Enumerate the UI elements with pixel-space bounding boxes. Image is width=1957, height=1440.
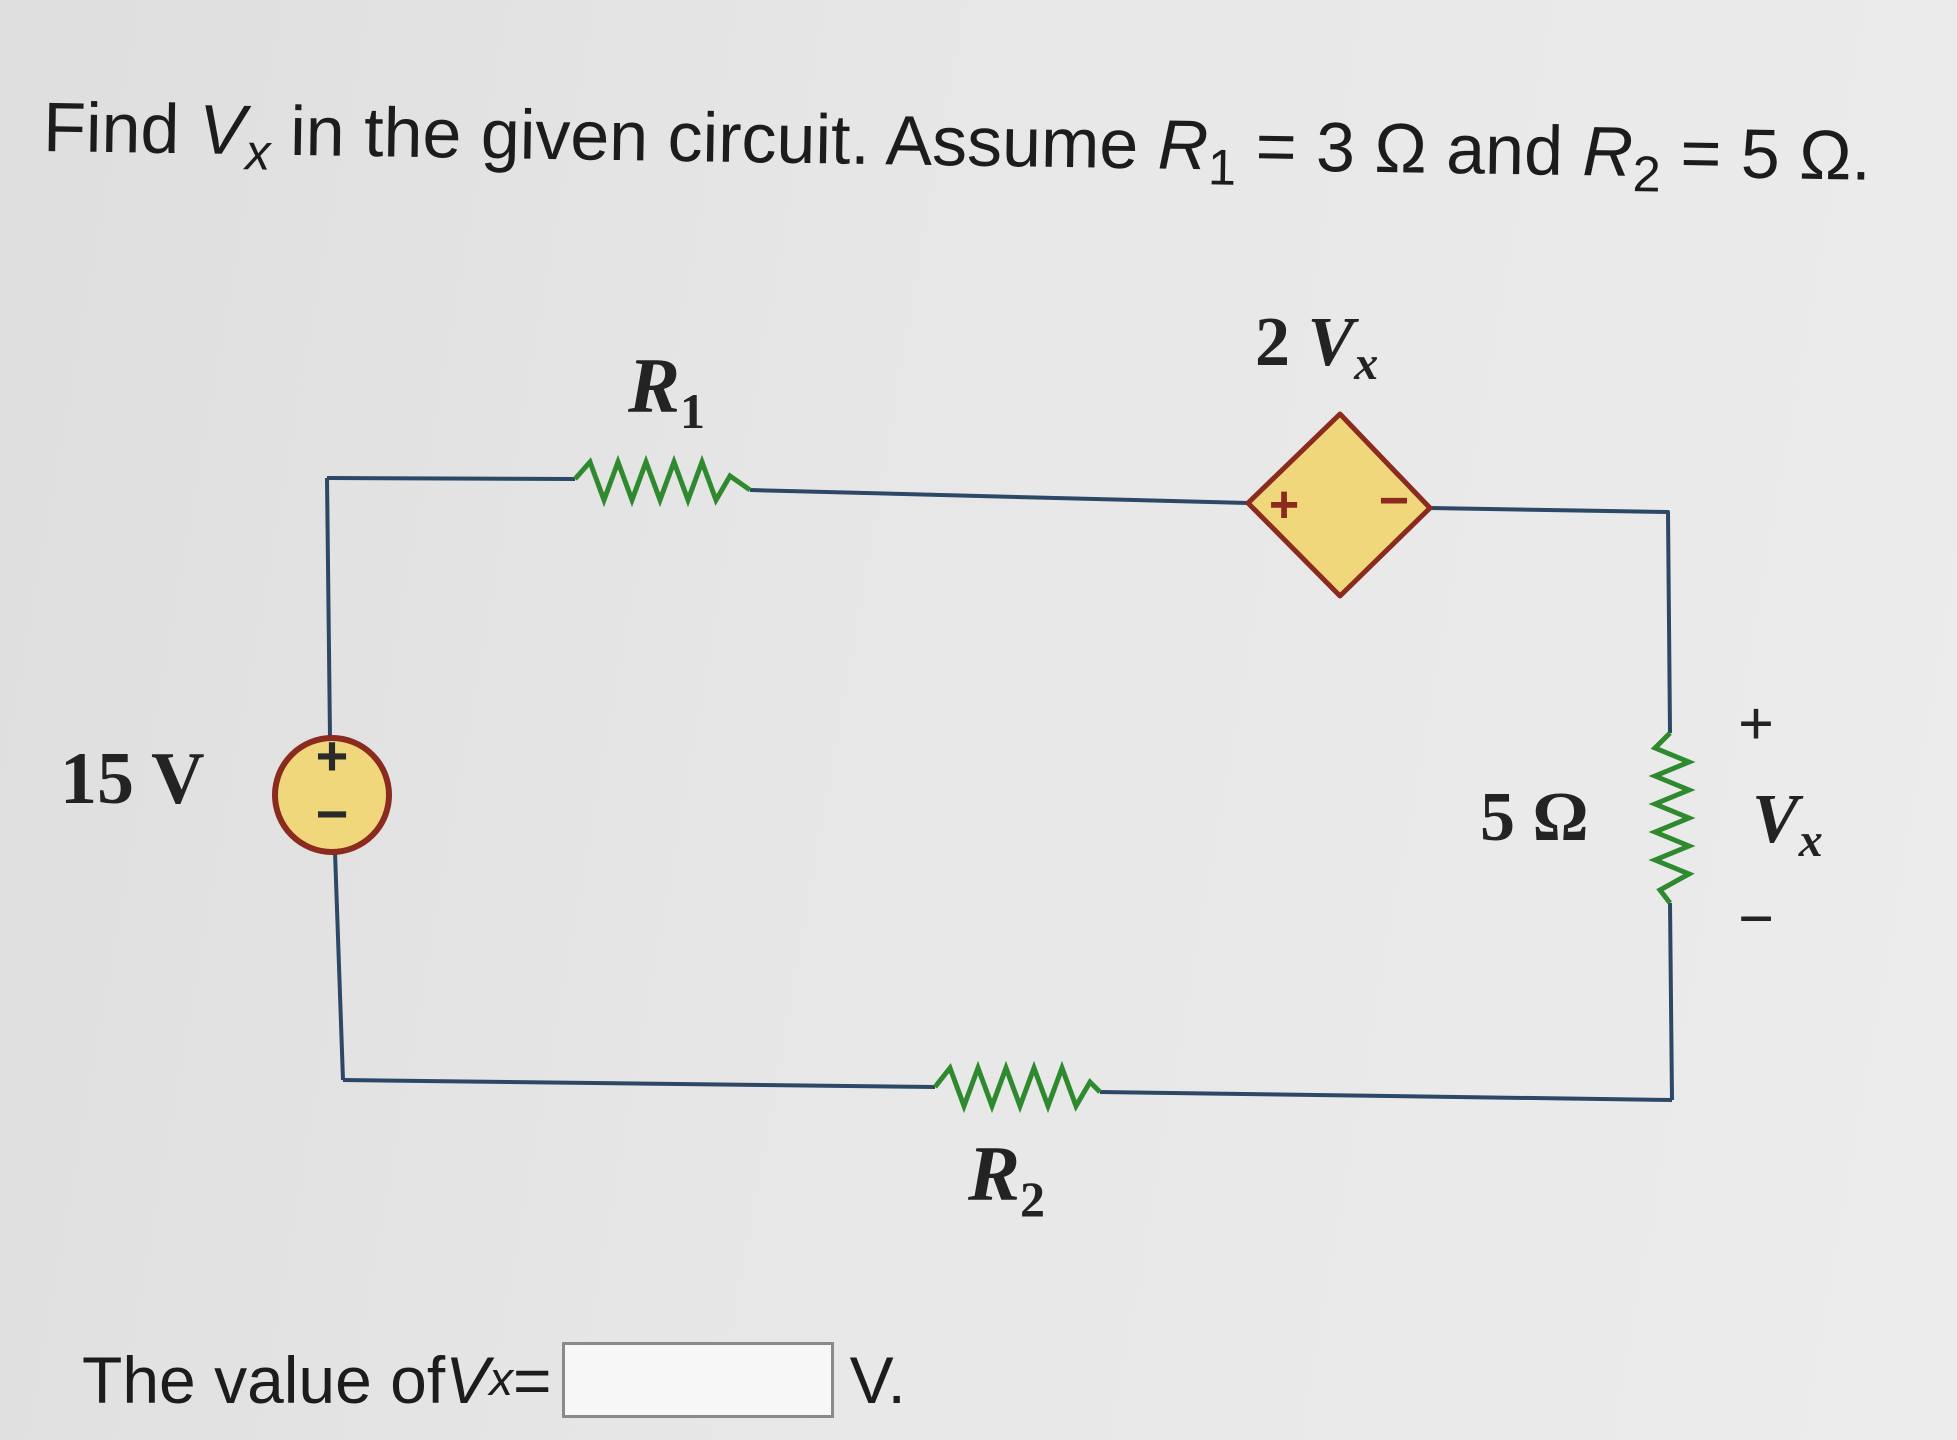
wire-bottom-right [1099, 1090, 1673, 1102]
source-value-label: 15 V [60, 738, 205, 820]
resistor-5ohm [1648, 731, 1696, 905]
dependent-source-plus: + [1269, 476, 1299, 534]
voltage-source: + − [272, 724, 392, 855]
answer-prefix: The value of [82, 1343, 446, 1417]
wire-right-lower [1668, 902, 1674, 1101]
answer-unit: V. [849, 1343, 906, 1417]
r2-label: R2 [967, 1130, 1045, 1227]
r1-label: R1 [627, 342, 705, 439]
vx-plus-sign: + [1738, 688, 1774, 759]
resistor-r1 [573, 454, 752, 508]
resistor-5ohm-label: 5 Ω [1480, 779, 1589, 856]
vx-minus-sign: − [1738, 883, 1774, 954]
resistor-r2 [933, 1060, 1102, 1114]
voltage-source-plus: + [316, 724, 349, 787]
wire-top-right [1429, 506, 1672, 734]
vx-label: Vx [1752, 781, 1823, 867]
wire-top-left [326, 476, 576, 481]
answer-input[interactable] [561, 1342, 834, 1418]
wire-bottom-left [342, 1078, 936, 1089]
wire-top-mid [749, 488, 1249, 505]
dependent-source: + − [1245, 411, 1433, 599]
dependent-source-label: 2 Vx [1255, 304, 1378, 390]
wire-left [325, 477, 345, 1081]
dependent-source-minus: − [1379, 472, 1409, 530]
voltage-source-minus: − [316, 782, 349, 845]
